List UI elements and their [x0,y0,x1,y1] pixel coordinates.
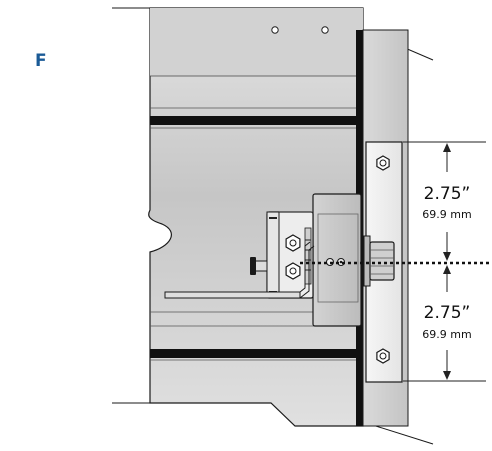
rod-bend [299,241,311,293]
knob-stem [254,260,268,272]
rod-bend [299,245,315,299]
connector-collar [363,235,371,287]
round-hole-icon [339,260,343,264]
arrow-down-icon [443,371,451,380]
black-band-lower [150,349,360,358]
channel-body [148,7,364,427]
black-band-upper [150,116,360,125]
arrow-down-icon [443,252,451,261]
rod [164,291,301,299]
connector-body [369,241,395,281]
dimension-lower-inches: 2.75” [424,303,471,323]
step-label: F [35,51,47,71]
bracket-inner [317,213,359,303]
channel-top-face [150,8,363,76]
dimension-upper-mm: 69.9 mm [422,208,471,221]
round-hole-icon [379,159,387,167]
round-hole-icon [321,26,329,34]
round-hole-icon [271,26,279,34]
knob-cap [250,257,256,275]
dimension-upper-inches: 2.75” [424,184,471,204]
sensor-face [266,211,280,299]
round-hole-icon [289,267,297,275]
arrow-up-icon [443,143,451,152]
round-hole-icon [289,239,297,247]
sensor-side-strip [304,227,312,285]
arrow-up-icon [443,265,451,274]
dimension-lower-mm: 69.9 mm [422,328,471,341]
round-hole-icon [379,352,387,360]
